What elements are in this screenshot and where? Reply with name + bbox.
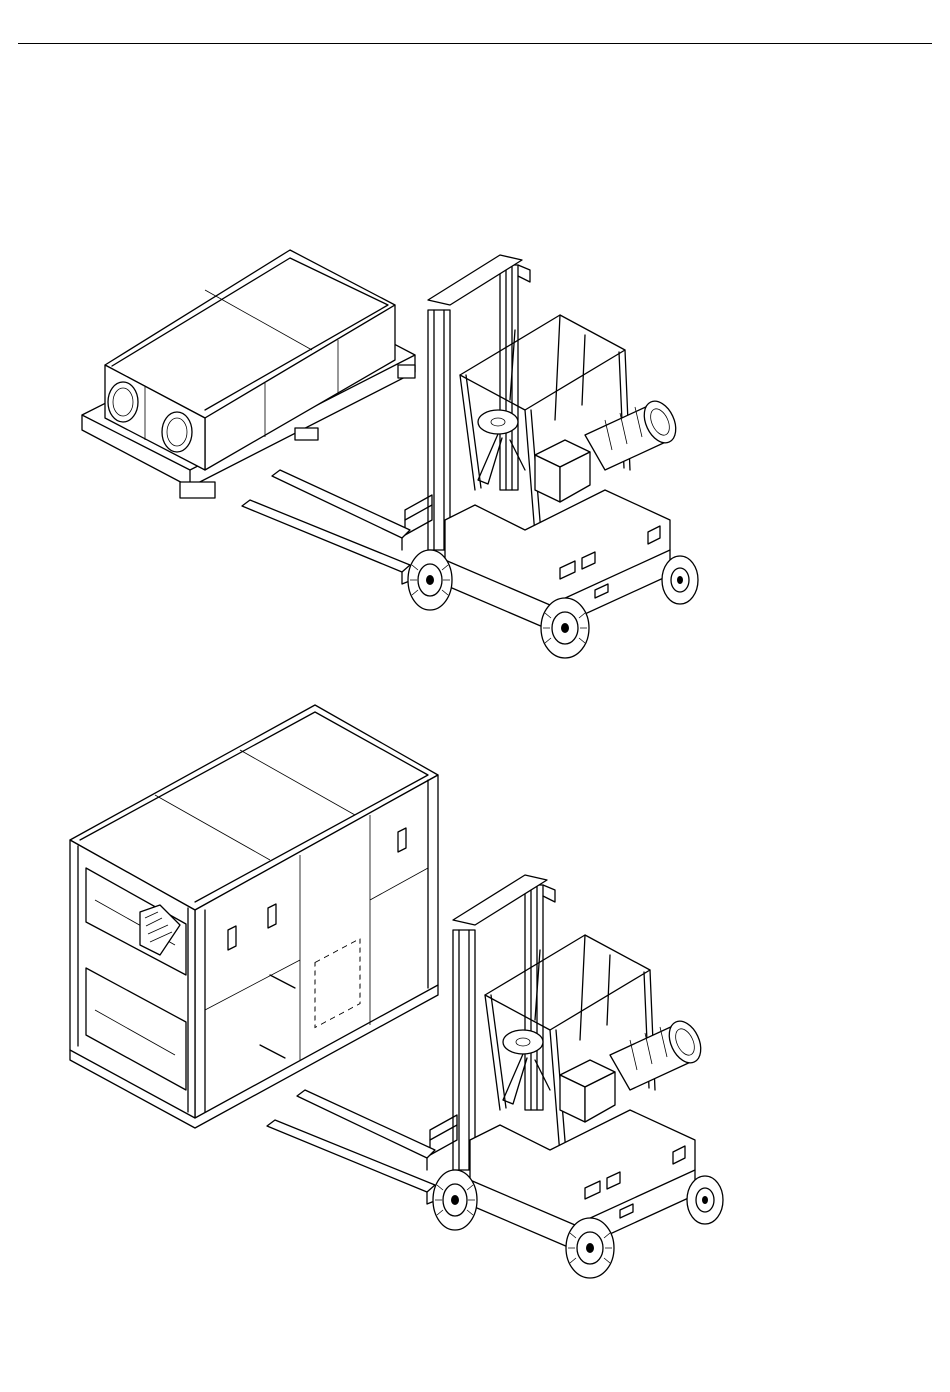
illustration-top — [82, 250, 698, 658]
illustration-bottom — [70, 705, 723, 1278]
